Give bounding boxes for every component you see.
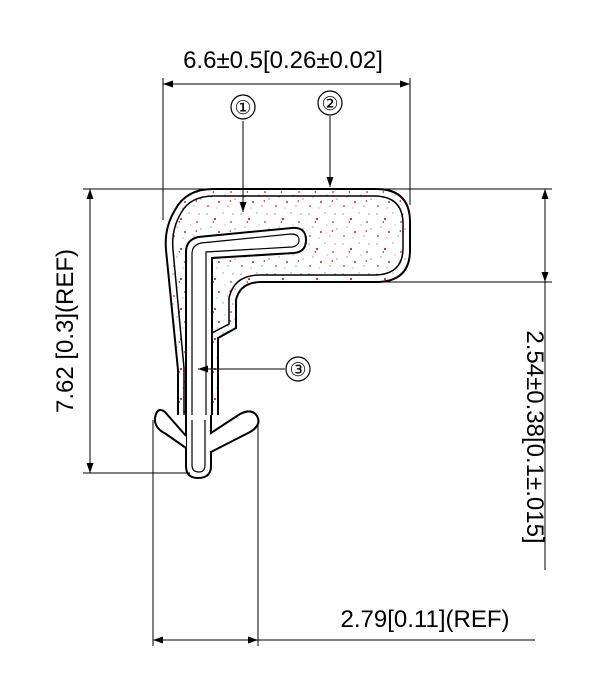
dim-height-right: 2.54±0.38[0.1±.015] (521, 330, 548, 543)
bottom-barb-left (153, 409, 187, 449)
callout-circles (230, 90, 343, 382)
outer-left-wall-inner (171, 212, 185, 415)
callout-2: ② (321, 93, 338, 115)
callout-1: ① (234, 97, 251, 119)
callout-3: ③ (289, 359, 306, 381)
outer-left-wall (164, 209, 179, 415)
dim-height-left: 7.62 [0.3](REF) (52, 249, 79, 413)
outer-profile-outline (174, 188, 411, 415)
extension-lines (83, 78, 552, 646)
bottom-fin (185, 410, 260, 480)
dimension-lines (86, 80, 549, 644)
inner-clip-carrier-inner (191, 233, 300, 415)
dim-width-top: 6.6±0.5[0.26±0.02] (183, 47, 383, 74)
dim-width-bottom: 2.79[0.11](REF) (341, 606, 510, 633)
outer-profile-inner-line (180, 195, 404, 415)
callout-leaders (198, 116, 334, 373)
bottom-fin-inner (191, 420, 206, 473)
